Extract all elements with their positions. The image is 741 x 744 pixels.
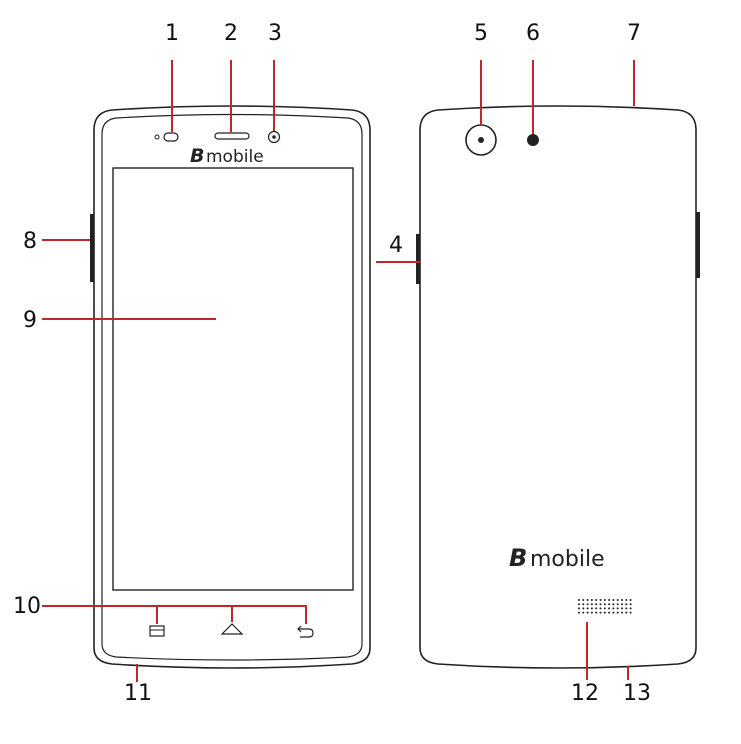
right-side-button [696,212,700,278]
speaker-hole [608,599,610,601]
speaker-hole [582,607,584,609]
speaker-hole [630,607,632,609]
callout-number-11: 11 [124,681,152,706]
speaker-hole [604,599,606,601]
speaker-hole [595,607,597,609]
speaker-hole [621,599,623,601]
light-sensor [164,133,178,141]
speaker-hole [578,599,580,601]
callout-number-9: 9 [23,308,37,333]
speaker-hole [608,607,610,609]
power-button [416,234,420,284]
speaker-hole [578,603,580,605]
flash-led [527,134,539,146]
volume-button [90,214,94,282]
speaker-hole [604,603,606,605]
callout-number-2: 2 [224,21,238,46]
speaker-hole [578,612,580,614]
back-brand-logo: B mobile [509,544,605,572]
speaker-hole [600,599,602,601]
speaker-hole [595,612,597,614]
callout-numbers: 1 2 3 4 5 6 7 8 9 10 11 12 13 [13,21,651,706]
speaker-hole [630,612,632,614]
speaker-hole [630,603,632,605]
brand-name: mobile [530,547,605,572]
brand-mark: B [190,145,204,167]
rear-camera-lens [478,137,484,143]
speaker-hole [578,607,580,609]
brand-mark: B [509,544,527,572]
speaker-hole [625,612,627,614]
speaker-hole [600,607,602,609]
speaker-hole [600,603,602,605]
menu-icon[interactable] [150,626,164,636]
speaker-hole [604,612,606,614]
speaker-hole [608,612,610,614]
home-icon[interactable] [222,624,242,634]
speaker-hole [595,599,597,601]
front-body-outline [94,106,370,668]
speaker-hole [587,607,589,609]
speaker-hole [617,603,619,605]
callout-number-8: 8 [23,229,37,254]
speaker-hole [625,607,627,609]
speaker-hole [630,599,632,601]
front-bezel-outline [102,115,362,661]
back-view: B mobile [416,106,700,668]
callout-number-7: 7 [627,21,641,46]
speaker-hole [617,612,619,614]
callout-number-6: 6 [526,21,540,46]
front-camera-lens [272,135,276,139]
speaker-hole [612,607,614,609]
speaker-hole [595,603,597,605]
callout-number-4: 4 [389,233,403,258]
speaker-hole [625,603,627,605]
speaker-hole [587,599,589,601]
speaker-grill [578,599,632,614]
speaker-hole [591,607,593,609]
callout-lines [42,60,634,682]
speaker-hole [587,612,589,614]
back-body-outline [420,106,696,668]
callout-number-13: 13 [623,681,651,706]
front-view: B mobile [90,106,370,668]
callout-number-12: 12 [571,681,599,706]
callout-line-10 [42,606,306,624]
speaker-hole [621,612,623,614]
callout-number-1: 1 [165,21,179,46]
speaker-hole [591,603,593,605]
speaker-hole [612,612,614,614]
speaker-hole [582,603,584,605]
speaker-hole [612,603,614,605]
brand-name: mobile [206,147,264,167]
earpiece-speaker [215,133,249,139]
front-screen [113,168,353,590]
speaker-hole [600,612,602,614]
callout-number-5: 5 [474,21,488,46]
speaker-hole [587,603,589,605]
front-brand-logo: B mobile [190,145,264,167]
speaker-hole [621,607,623,609]
proximity-sensor [155,135,159,139]
callout-number-10: 10 [13,594,41,619]
speaker-hole [612,599,614,601]
speaker-hole [617,607,619,609]
callout-number-3: 3 [268,21,282,46]
speaker-hole [591,612,593,614]
speaker-hole [591,599,593,601]
speaker-hole [608,603,610,605]
speaker-hole [617,599,619,601]
speaker-hole [582,612,584,614]
speaker-hole [582,599,584,601]
speaker-hole [625,599,627,601]
speaker-hole [621,603,623,605]
speaker-hole [604,607,606,609]
back-icon[interactable] [298,626,313,637]
